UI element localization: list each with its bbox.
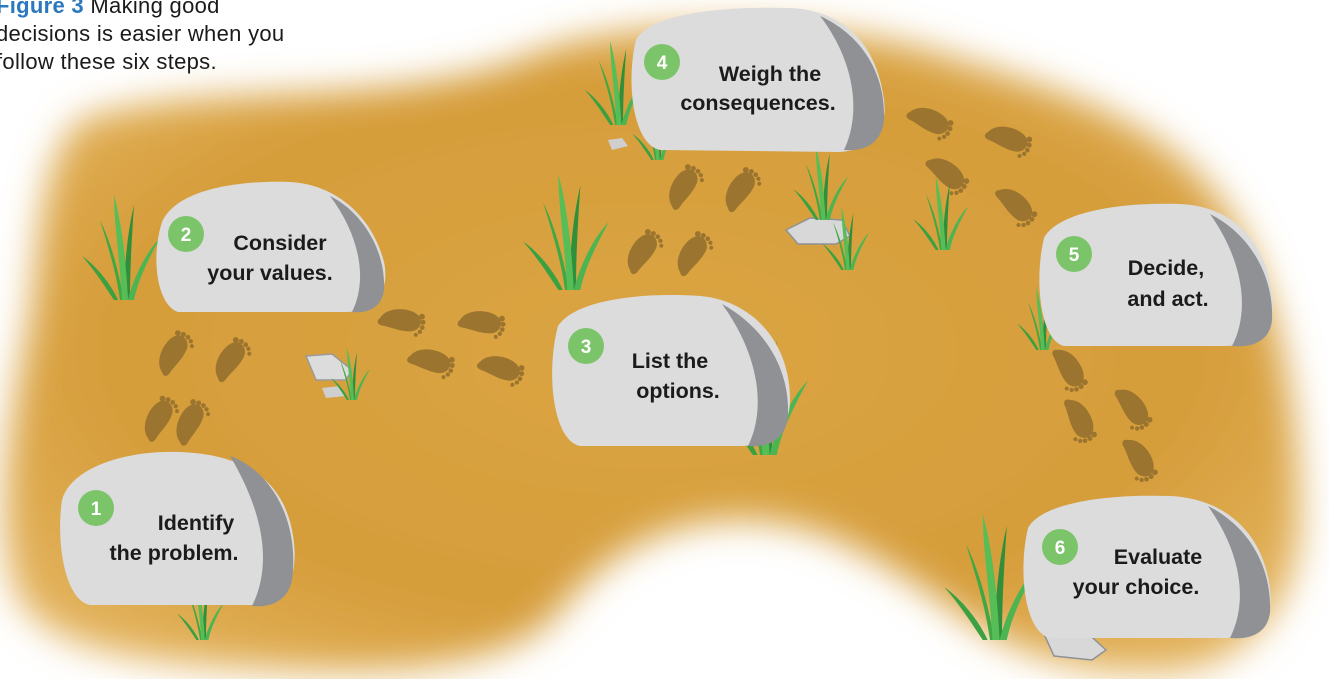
step-label-line2: your choice. [1073,575,1200,599]
caption-text-1: Making good [90,0,219,18]
caption-line-1: Figure 3 Making good [0,0,336,20]
step-label-line1: Decide, [1128,256,1204,280]
step-number: 3 [581,337,592,358]
figure-label: Figure 3 [0,0,84,18]
figure-caption: Figure 3 Making good decisions is easier… [0,0,336,76]
step-label-line1: Weigh the [719,62,821,86]
caption-line-2: decisions is easier when you [0,20,336,48]
step-label-line2: your values. [207,261,332,285]
step-label-line1: Identify [158,511,234,535]
step-label-line2: and act. [1127,287,1208,311]
step-label-line1: Evaluate [1114,545,1202,569]
step-number: 5 [1069,245,1080,266]
step-label-line1: List the [632,349,708,373]
step-number: 4 [657,53,668,74]
step-number: 1 [91,499,102,520]
step-label-line2: consequences. [680,91,835,115]
step-label-line1: Consider [233,231,327,255]
step-label-line2: the problem. [109,541,238,565]
step-label-line2: options. [636,379,720,403]
step-number: 2 [181,225,192,246]
caption-line-3: follow these six steps. [0,48,336,76]
step-number: 6 [1055,538,1066,559]
